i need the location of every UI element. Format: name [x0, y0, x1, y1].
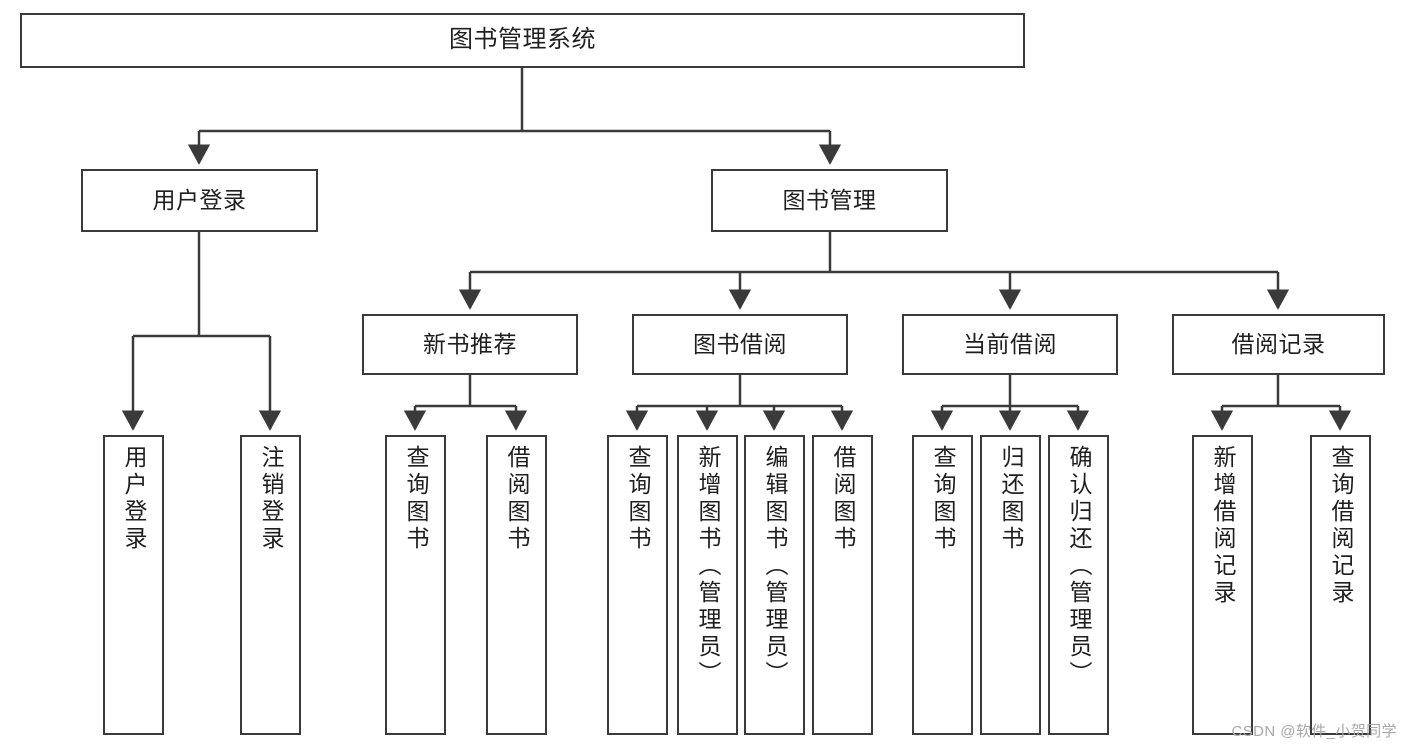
node-current-borrow[interactable]: 当前借阅	[902, 314, 1118, 375]
leaf-add-book-admin-label: 新增图书（管理员）	[695, 445, 721, 688]
node-book-borrow-label: 图书借阅	[693, 330, 787, 357]
leaf-edit-book-admin[interactable]: 编辑图书（管理员）	[744, 435, 805, 735]
leaf-borrow-query-book[interactable]: 查询图书	[607, 435, 668, 735]
leaf-new-book-borrow[interactable]: 借阅图书	[486, 435, 547, 735]
node-user-login[interactable]: 用户登录	[81, 169, 318, 232]
node-root-label: 图书管理系统	[449, 26, 596, 54]
node-new-book-recommend[interactable]: 新书推荐	[362, 314, 578, 375]
node-book-manage-label: 图书管理	[782, 186, 877, 213]
leaf-new-book-query-label: 查询图书	[403, 445, 429, 553]
node-borrow-record-label: 借阅记录	[1231, 330, 1326, 357]
node-book-borrow[interactable]: 图书借阅	[632, 314, 848, 375]
leaf-return-book-label: 归还图书	[998, 445, 1024, 553]
leaf-add-borrow-record-label: 新增借阅记录	[1210, 445, 1236, 607]
leaf-new-book-borrow-label: 借阅图书	[504, 445, 530, 553]
leaf-logout-label: 注销登录	[258, 445, 284, 553]
watermark: CSDN @软件_小贺同学	[1231, 723, 1397, 740]
node-new-book-recommend-label: 新书推荐	[423, 330, 517, 357]
node-borrow-record[interactable]: 借阅记录	[1172, 314, 1385, 375]
leaf-borrow-book[interactable]: 借阅图书	[812, 435, 873, 735]
leaf-add-book-admin[interactable]: 新增图书（管理员）	[677, 435, 738, 735]
leaf-edit-book-admin-label: 编辑图书（管理员）	[762, 445, 788, 688]
leaf-add-borrow-record[interactable]: 新增借阅记录	[1192, 435, 1253, 735]
leaf-current-query-book-label: 查询图书	[930, 445, 956, 553]
node-book-manage[interactable]: 图书管理	[711, 169, 948, 232]
leaf-query-borrow-record-label: 查询借阅记录	[1328, 445, 1354, 607]
leaf-borrow-query-book-label: 查询图书	[625, 445, 651, 553]
leaf-confirm-return-admin[interactable]: 确认归还（管理员）	[1048, 435, 1109, 735]
node-root[interactable]: 图书管理系统	[20, 13, 1025, 68]
leaf-query-borrow-record[interactable]: 查询借阅记录	[1310, 435, 1371, 735]
leaf-current-query-book[interactable]: 查询图书	[912, 435, 973, 735]
leaf-new-book-query[interactable]: 查询图书	[385, 435, 446, 735]
leaf-user-login[interactable]: 用户登录	[103, 435, 164, 735]
leaf-return-book[interactable]: 归还图书	[980, 435, 1041, 735]
node-current-borrow-label: 当前借阅	[963, 330, 1057, 357]
leaf-user-login-label: 用户登录	[121, 445, 147, 553]
leaf-confirm-return-admin-label: 确认归还（管理员）	[1066, 445, 1092, 688]
node-user-login-label: 用户登录	[152, 186, 247, 213]
leaf-borrow-book-label: 借阅图书	[830, 445, 856, 553]
leaf-logout[interactable]: 注销登录	[240, 435, 301, 735]
